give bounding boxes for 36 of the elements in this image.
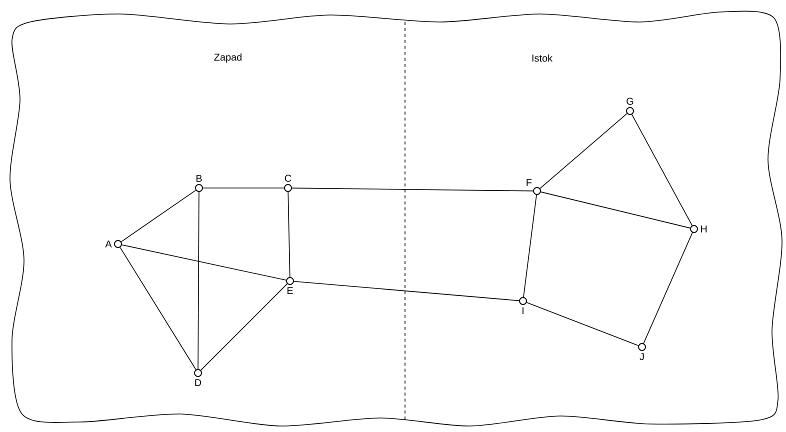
vertex-point: C <box>284 174 292 192</box>
vertex-point: F <box>526 179 541 195</box>
vertex-point: E <box>286 277 294 294</box>
node-label: G <box>626 98 634 105</box>
node-label: H <box>701 226 707 232</box>
connecting-line <box>632 114 692 226</box>
node-label: F <box>526 179 532 186</box>
vertex-point: H <box>690 225 707 233</box>
node-label: E <box>287 287 293 294</box>
node-label: D <box>195 379 202 386</box>
node-label: A <box>105 240 112 248</box>
vertex-point: G <box>626 98 634 115</box>
connecting-line <box>200 283 288 371</box>
connecting-line <box>292 188 534 192</box>
node-label: B <box>196 174 202 182</box>
vertex-point: D <box>194 369 202 386</box>
connecting-line <box>523 194 537 298</box>
connecting-line <box>540 113 628 189</box>
vertex-point: A <box>105 240 122 248</box>
connecting-line <box>540 192 691 228</box>
node-label: I <box>522 307 524 314</box>
vertex-point: I <box>519 297 527 314</box>
vertex-point: J <box>638 343 646 360</box>
connecting-line <box>198 192 200 370</box>
node-label: C <box>284 174 292 182</box>
connecting-line <box>288 192 290 278</box>
vertex-point: B <box>195 174 203 192</box>
region-label: Zapad <box>214 53 242 63</box>
connecting-line <box>526 302 639 346</box>
region-label: Istok <box>532 54 553 62</box>
connecting-line <box>294 280 520 302</box>
connecting-line <box>122 244 286 281</box>
connecting-line <box>120 247 196 370</box>
connecting-line <box>643 232 693 344</box>
node-label: J <box>640 353 644 360</box>
connecting-line <box>120 190 196 242</box>
